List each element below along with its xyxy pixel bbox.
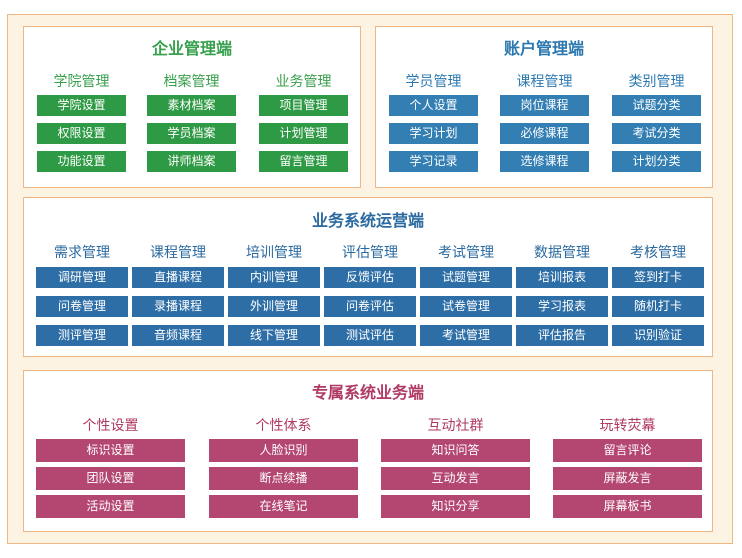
menu-button[interactable]: 标识设置 [36,439,185,462]
account-col-courses: 课程管理 岗位课程 必修课程 选修课程 [500,71,589,172]
menu-button[interactable]: 随机打卡 [612,296,704,317]
enterprise-col-college: 学院管理 学院设置 权限设置 功能设置 [37,71,126,172]
menu-button[interactable]: 评估报告 [516,325,608,346]
column-header: 评估管理 [342,245,398,261]
outer-frame: 企业管理端 学院管理 学院设置 权限设置 功能设置 档案管理 素材档案 学员档案… [7,14,733,544]
menu-button[interactable]: 屏幕板书 [553,495,702,518]
operations-col-evaluation: 评估管理 反馈评估 问卷评估 测试评估 [324,242,416,346]
menu-button[interactable]: 测评管理 [36,325,128,346]
column-header: 个性体系 [255,418,312,434]
menu-button[interactable]: 试题管理 [420,267,512,288]
column-header: 课程管理 [150,245,206,261]
menu-button[interactable]: 录播课程 [132,296,224,317]
exclusive-col-personal-settings: 个性设置 标识设置 团队设置 活动设置 [36,415,185,518]
column-header: 数据管理 [534,245,590,261]
account-panel: 账户管理端 学员管理 个人设置 学习计划 学习记录 课程管理 岗位课程 必修课程… [375,26,713,188]
menu-button[interactable]: 签到打卡 [612,267,704,288]
menu-button[interactable]: 外训管理 [228,296,320,317]
menu-button[interactable]: 讲师档案 [147,151,236,172]
column-header: 需求管理 [54,245,110,261]
enterprise-col-business: 业务管理 项目管理 计划管理 留言管理 [259,71,348,172]
menu-button[interactable]: 团队设置 [36,467,185,490]
column-header: 课程管理 [516,74,573,90]
menu-button[interactable]: 学习报表 [516,296,608,317]
menu-button[interactable]: 测试评估 [324,325,416,346]
operations-col-assessment: 考核管理 签到打卡 随机打卡 识别验证 [612,242,704,346]
operations-col-exam: 考试管理 试题管理 试卷管理 考试管理 [420,242,512,346]
menu-button[interactable]: 人脸识别 [209,439,358,462]
menu-button[interactable]: 必修课程 [500,123,589,144]
menu-button[interactable]: 考试管理 [420,325,512,346]
operations-panel: 业务系统运营端 需求管理 调研管理 问卷管理 测评管理 课程管理 直播课程 录播… [23,197,713,357]
menu-button[interactable]: 考试分类 [612,123,701,144]
menu-button[interactable]: 内训管理 [228,267,320,288]
menu-button[interactable]: 在线笔记 [209,495,358,518]
enterprise-col-archive: 档案管理 素材档案 学员档案 讲师档案 [147,71,236,172]
menu-button[interactable]: 学习记录 [389,151,478,172]
menu-button[interactable]: 计划分类 [612,151,701,172]
menu-button[interactable]: 直播课程 [132,267,224,288]
menu-button[interactable]: 知识分享 [381,495,530,518]
column-header: 学员管理 [405,74,462,90]
column-header: 互动社群 [427,418,484,434]
menu-button[interactable]: 留言评论 [553,439,702,462]
menu-button[interactable]: 学习计划 [389,123,478,144]
menu-button[interactable]: 素材档案 [147,95,236,116]
column-header: 玩转荧幕 [599,418,656,434]
menu-button[interactable]: 调研管理 [36,267,128,288]
column-header: 业务管理 [275,74,332,90]
menu-button[interactable]: 试卷管理 [420,296,512,317]
menu-button[interactable]: 断点续播 [209,467,358,490]
column-header: 培训管理 [246,245,302,261]
menu-button[interactable]: 试题分类 [612,95,701,116]
menu-button[interactable]: 计划管理 [259,123,348,144]
menu-button[interactable]: 互动发言 [381,467,530,490]
menu-button[interactable]: 反馈评估 [324,267,416,288]
operations-title: 业务系统运营端 [311,211,424,230]
enterprise-panel: 企业管理端 学院管理 学院设置 权限设置 功能设置 档案管理 素材档案 学员档案… [23,26,361,188]
operations-col-demand: 需求管理 调研管理 问卷管理 测评管理 [36,242,128,346]
column-header: 类别管理 [628,74,685,90]
menu-button[interactable]: 线下管理 [228,325,320,346]
operations-col-training: 培训管理 内训管理 外训管理 线下管理 [228,242,320,346]
menu-button[interactable]: 功能设置 [37,151,126,172]
column-header: 考核管理 [630,245,686,261]
column-header: 个性设置 [82,418,139,434]
menu-button[interactable]: 学院设置 [37,95,126,116]
menu-button[interactable]: 学员档案 [147,123,236,144]
menu-button[interactable]: 知识问答 [381,439,530,462]
account-col-categories: 类别管理 试题分类 考试分类 计划分类 [612,71,701,172]
enterprise-title: 企业管理端 [151,39,232,58]
menu-button[interactable]: 问卷管理 [36,296,128,317]
menu-button[interactable]: 选修课程 [500,151,589,172]
exclusive-panel: 专属系统业务端 个性设置 标识设置 团队设置 活动设置 个性体系 人脸识别 断点… [23,370,713,532]
menu-button[interactable]: 岗位课程 [500,95,589,116]
exclusive-col-community: 互动社群 知识问答 互动发言 知识分享 [381,415,530,518]
column-header: 档案管理 [163,74,220,90]
menu-button[interactable]: 权限设置 [37,123,126,144]
account-title: 账户管理端 [503,39,584,58]
exclusive-col-personal-system: 个性体系 人脸识别 断点续播 在线笔记 [209,415,358,518]
operations-col-courses: 课程管理 直播课程 录播课程 音频课程 [132,242,224,346]
menu-button[interactable]: 培训报表 [516,267,608,288]
account-col-students: 学员管理 个人设置 学习计划 学习记录 [389,71,478,172]
menu-button[interactable]: 活动设置 [36,495,185,518]
menu-button[interactable]: 留言管理 [259,151,348,172]
column-header: 学院管理 [53,74,110,90]
menu-button[interactable]: 问卷评估 [324,296,416,317]
menu-button[interactable]: 个人设置 [389,95,478,116]
exclusive-title: 专属系统业务端 [311,383,424,402]
menu-button[interactable]: 屏蔽发言 [553,467,702,490]
exclusive-col-screen: 玩转荧幕 留言评论 屏蔽发言 屏幕板书 [553,415,702,518]
menu-button[interactable]: 识别验证 [612,325,704,346]
operations-col-data: 数据管理 培训报表 学习报表 评估报告 [516,242,608,346]
menu-button[interactable]: 项目管理 [259,95,348,116]
column-header: 考试管理 [438,245,494,261]
menu-button[interactable]: 音频课程 [132,325,224,346]
